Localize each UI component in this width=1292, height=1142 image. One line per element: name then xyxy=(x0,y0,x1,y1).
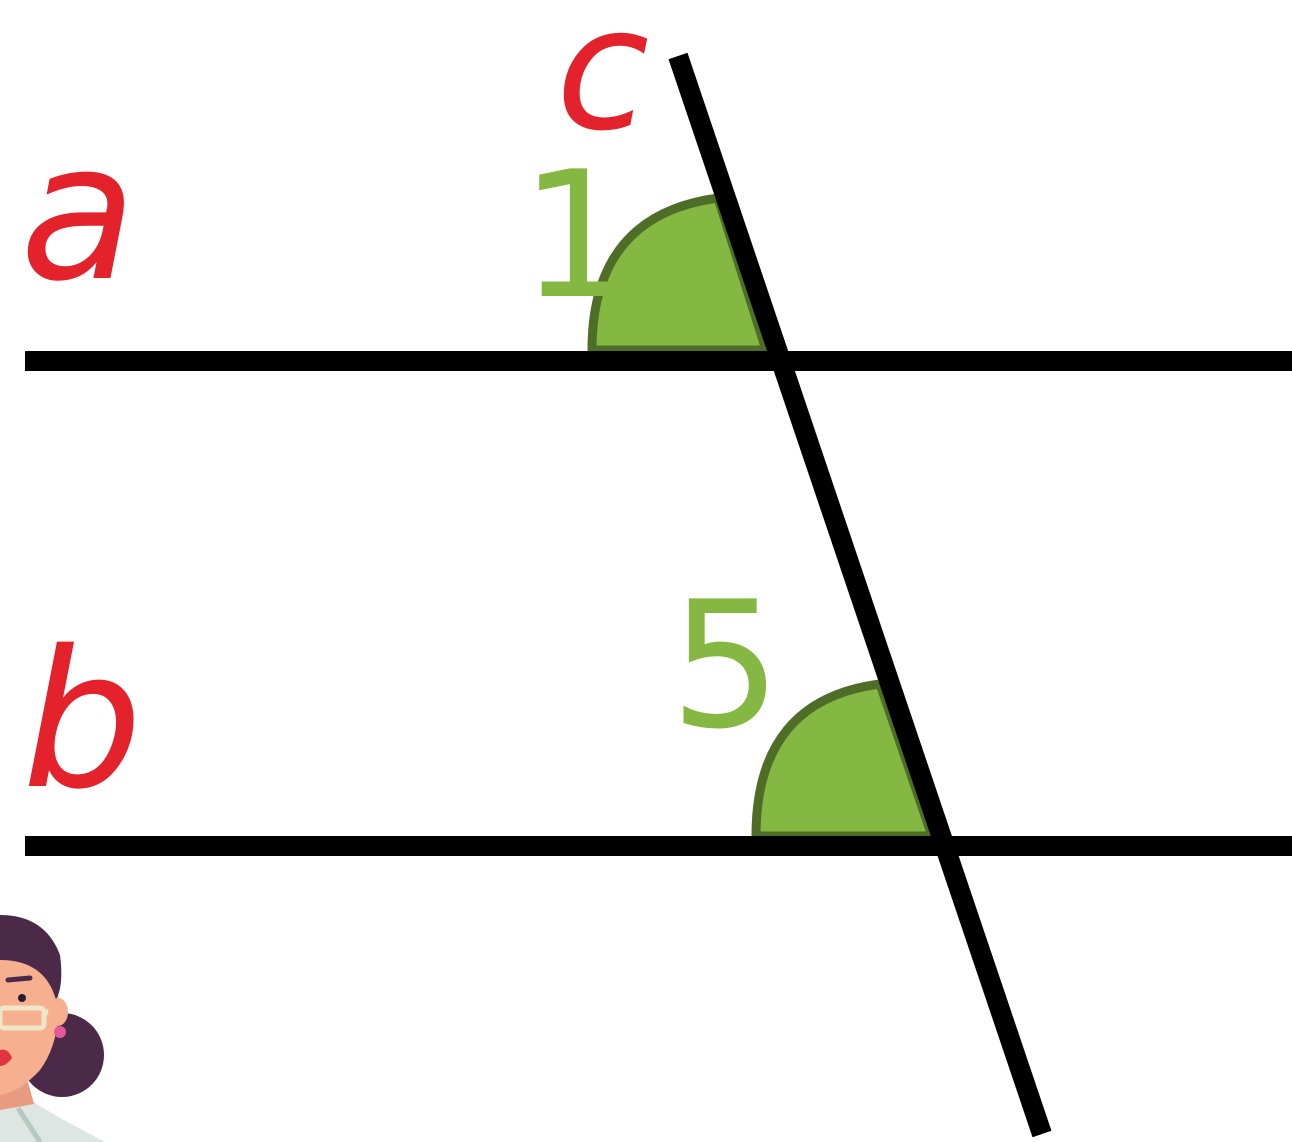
teacher-hair xyxy=(0,915,62,1000)
teacher-shirt xyxy=(0,1095,105,1142)
line-c-label: c xyxy=(556,0,649,169)
angle-1-sector xyxy=(587,193,771,355)
angle-5-label: 5 xyxy=(670,565,781,768)
angle-5-sector xyxy=(751,679,937,841)
line-a-label: a xyxy=(20,102,136,323)
teacher-glasses xyxy=(0,1005,47,1031)
angle-1-label: 1 xyxy=(520,135,631,338)
teacher-earring xyxy=(54,1026,66,1038)
line-b-label: b xyxy=(22,610,143,831)
teacher-illustration xyxy=(0,915,105,1142)
line-c xyxy=(668,52,1052,1138)
